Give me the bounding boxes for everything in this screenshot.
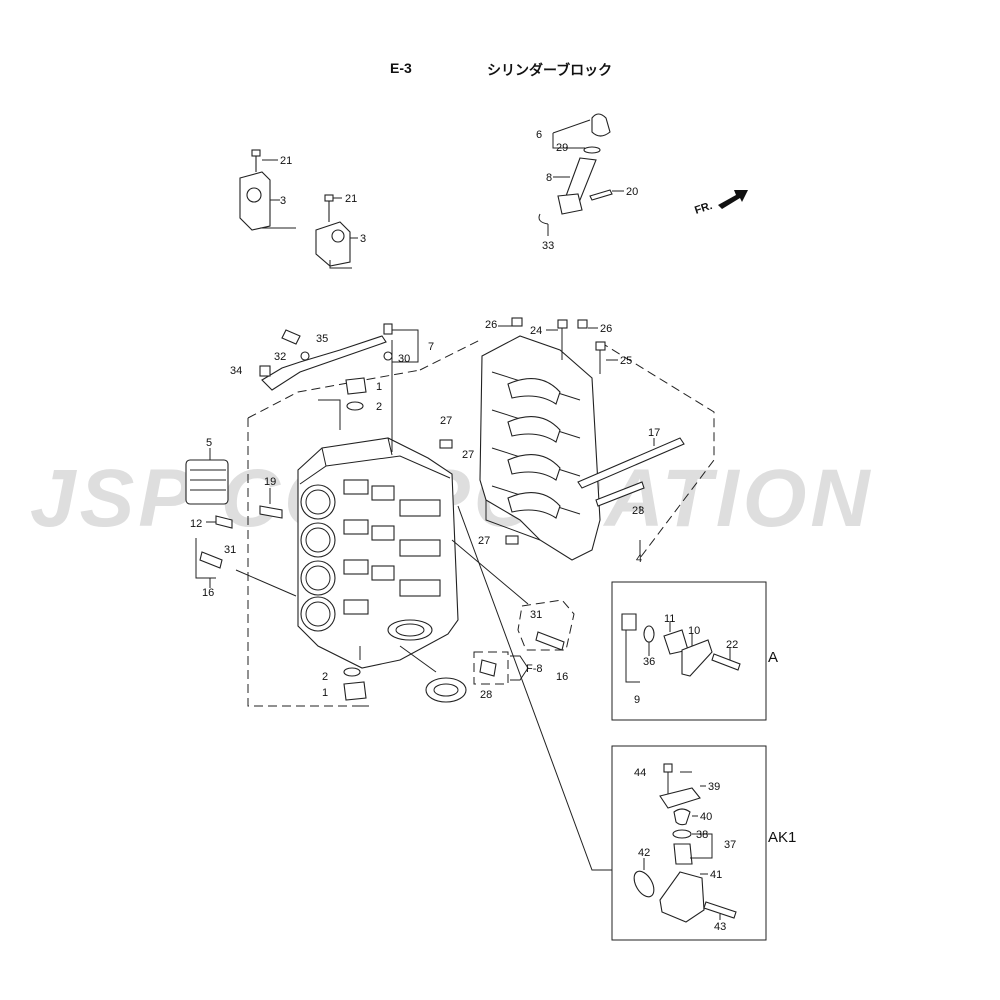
reference-f8: F-8: [526, 663, 543, 675]
callout-35: 35: [316, 333, 328, 345]
callout-26b: 26: [600, 323, 612, 335]
callout-44: 44: [634, 767, 646, 779]
callout-24: 24: [530, 325, 542, 337]
callout-7: 7: [428, 341, 434, 353]
callout-43: 43: [714, 921, 726, 933]
callout-27b: 27: [462, 449, 474, 461]
callout-9: 9: [634, 694, 640, 706]
callout-16a: 16: [202, 587, 214, 599]
callout-32: 32: [274, 351, 286, 363]
callout-42: 42: [638, 847, 650, 859]
sensor-12: [215, 515, 233, 529]
callout-28: 28: [480, 689, 492, 701]
dowel-19: [259, 505, 283, 519]
section-code: E-3: [390, 60, 412, 76]
callout-20: 20: [626, 186, 638, 198]
callout-38: 38: [696, 829, 708, 841]
oil-line: [261, 335, 387, 391]
callout-25: 25: [620, 355, 632, 367]
cylinder-block: [297, 340, 459, 669]
callout-16b: 16: [556, 671, 568, 683]
switch-35: [281, 329, 301, 345]
callout-6: 6: [536, 129, 542, 141]
callout-39: 39: [708, 781, 720, 793]
left-side-parts: [185, 323, 467, 703]
callout-2a: 2: [376, 401, 382, 413]
callout-1a: 1: [376, 381, 382, 393]
callout-3a: 3: [280, 195, 286, 207]
callout-10: 10: [688, 625, 700, 637]
callout-17: 17: [648, 427, 660, 439]
callout-31a: 31: [224, 544, 236, 556]
callout-29: 29: [556, 142, 568, 154]
fr-label: FR.: [693, 200, 714, 217]
callout-21a: 21: [280, 155, 292, 167]
center-sensor-groups: [451, 539, 575, 685]
callout-22: 22: [726, 639, 738, 651]
sensor-16a: [199, 551, 223, 569]
callout-33: 33: [542, 240, 554, 252]
callout-3b: 3: [360, 233, 366, 245]
callout-12: 12: [190, 518, 202, 530]
callout-21b: 21: [345, 193, 357, 205]
callout-41: 41: [710, 869, 722, 881]
callout-40: 40: [700, 811, 712, 823]
crankcase-fasteners: [439, 317, 685, 556]
stud-17: [577, 437, 685, 489]
direction-arrow: [718, 190, 748, 209]
box-label-a: A: [768, 649, 778, 666]
callout-31b: 31: [530, 609, 542, 621]
section-title: シリンダーブロック: [487, 62, 613, 78]
callout-36: 36: [643, 656, 655, 668]
callout-27c: 27: [478, 535, 490, 547]
callout-27a: 27: [440, 415, 452, 427]
assembly-outline-left: [247, 418, 360, 707]
bracket-group-left: [239, 149, 358, 269]
callout-8: 8: [546, 172, 552, 184]
filler-cap: [591, 113, 611, 137]
callout-2b: 2: [322, 671, 328, 683]
callout-34: 34: [230, 365, 242, 377]
bracket-part-3b: [315, 221, 351, 267]
box-label-ak1: AK1: [768, 829, 796, 846]
callout-labels: 21 3 21 3 6 29 8 20 33 FR. 26 24 26 25 1…: [190, 129, 796, 933]
nut-26a: [511, 317, 523, 327]
detail-box-ak1: [457, 505, 767, 941]
filler-tube: [565, 157, 597, 201]
callout-4: 4: [636, 553, 642, 565]
seal-28: [425, 677, 467, 703]
callout-30: 30: [398, 353, 410, 365]
callout-5: 5: [206, 437, 212, 449]
crankcase: [479, 335, 601, 561]
callout-19: 19: [264, 476, 276, 488]
stud-23: [595, 481, 645, 507]
callout-37: 37: [724, 839, 736, 851]
detail-box-a: [611, 581, 767, 721]
oil-filter-5: [185, 459, 229, 505]
callout-23: 23: [632, 505, 644, 517]
callout-26a: 26: [485, 319, 497, 331]
callout-1b: 1: [322, 687, 328, 699]
callout-11: 11: [664, 613, 675, 625]
oil-filler-group: [538, 113, 624, 236]
